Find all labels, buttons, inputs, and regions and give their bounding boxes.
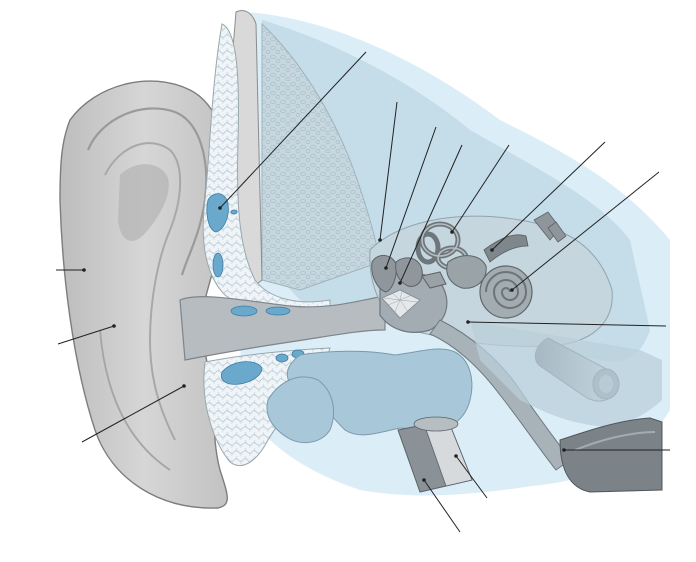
bone-fragments: [533, 211, 567, 243]
leader-line-3: [385, 126, 437, 269]
muscle-highlight: [574, 431, 656, 451]
antihelix: [104, 142, 182, 441]
leader-line-6: [491, 141, 606, 251]
leader-dots: [82, 206, 566, 482]
cochlea: [479, 265, 533, 319]
leader-line-11: [423, 479, 461, 533]
styloid-block: [266, 376, 334, 443]
leader-line-5: [451, 144, 510, 233]
malleus: [371, 255, 397, 293]
eardrum-fibers: [383, 290, 419, 315]
leader-line-13: [57, 325, 115, 345]
eardrum: [381, 289, 421, 319]
leader-line-7: [511, 171, 660, 291]
pinna: [59, 80, 230, 509]
vestibule: [446, 255, 487, 289]
leader-line-10: [455, 455, 488, 499]
helix-fold: [86, 107, 208, 276]
leader-line-8: [467, 321, 667, 327]
pharyngeal-tissue: [470, 320, 662, 427]
vestibular-nerve: [483, 234, 529, 263]
concha-shadow: [118, 164, 169, 241]
leader-line-2: [379, 101, 398, 241]
incus: [395, 257, 423, 287]
lobule-fold: [99, 329, 171, 471]
leader-lines: [56, 51, 670, 533]
mandible-cylinder: [397, 416, 473, 493]
jaw-muscle: [559, 417, 663, 493]
leader-line-4: [399, 144, 463, 284]
leader-line-14: [81, 385, 185, 443]
stapes: [421, 271, 447, 289]
leader-line-1: [219, 51, 367, 209]
